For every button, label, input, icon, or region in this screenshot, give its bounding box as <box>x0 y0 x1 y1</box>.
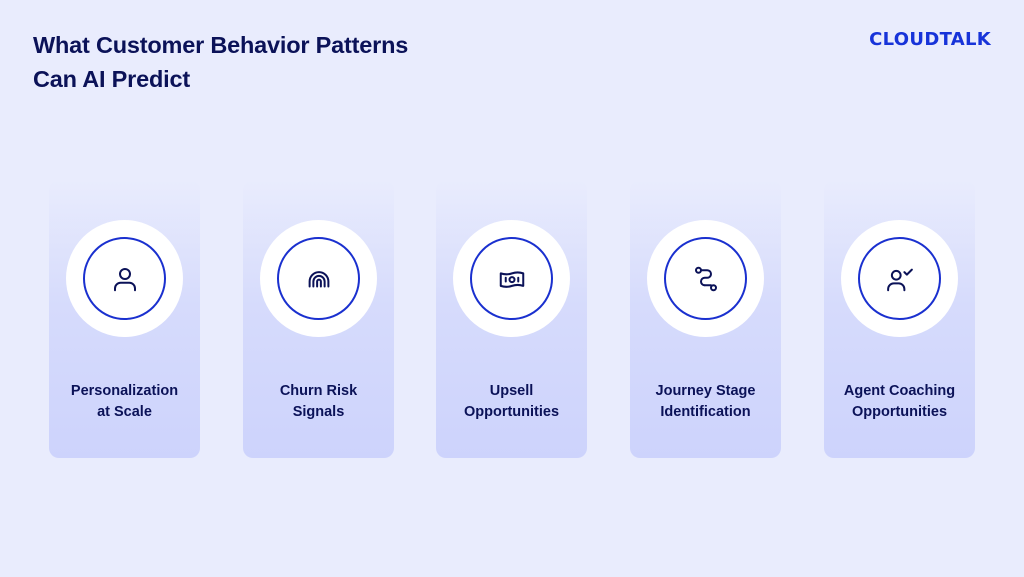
card-label: Personalization at Scale <box>70 383 179 420</box>
icon-circle <box>647 220 764 337</box>
card-agent-coaching: Agent Coaching Opportunities <box>824 180 975 458</box>
card-label: Agent Coaching Opportunities <box>843 383 956 420</box>
card-journey-stage: Journey Stage Identification <box>630 180 781 458</box>
icon-circle <box>453 220 570 337</box>
card-label: Churn Risk Signals <box>279 383 358 420</box>
title-line-2: Can AI Predict <box>33 66 190 92</box>
card-label: Upsell Opportunities <box>463 383 560 420</box>
pattern-cards: Personalization at Scale Churn Risk Sign… <box>49 180 975 458</box>
user-icon <box>83 237 166 320</box>
card-personalization: Personalization at Scale <box>49 180 200 458</box>
card-label: Journey Stage Identification <box>655 383 756 420</box>
route-path-icon <box>664 237 747 320</box>
cash-bill-icon <box>470 237 553 320</box>
icon-circle <box>66 220 183 337</box>
cloudtalk-logo: CLOUDTALK <box>869 29 991 50</box>
title-line-1: What Customer Behavior Patterns <box>33 32 409 58</box>
signal-waves-icon <box>277 237 360 320</box>
card-upsell: Upsell Opportunities <box>436 180 587 458</box>
icon-circle <box>260 220 377 337</box>
icon-circle <box>841 220 958 337</box>
user-check-icon <box>858 237 941 320</box>
page-title: What Customer Behavior Patterns Can AI P… <box>33 28 513 96</box>
card-churn-risk: Churn Risk Signals <box>243 180 394 458</box>
